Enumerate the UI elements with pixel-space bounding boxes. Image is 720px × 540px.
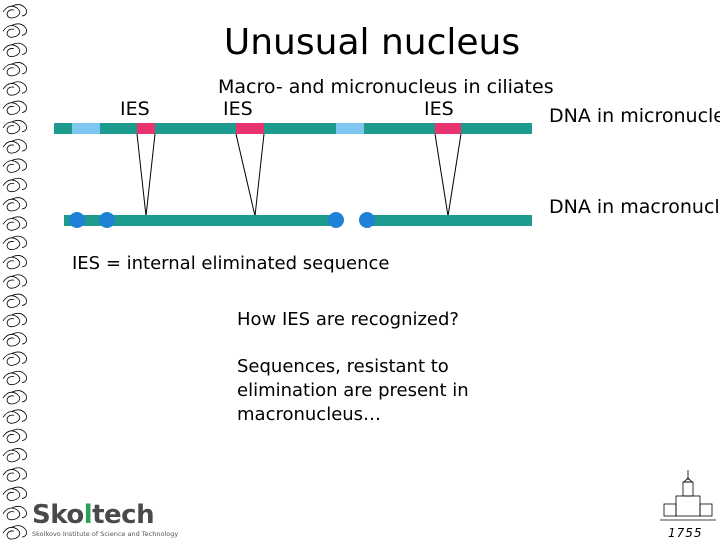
- border-swirl: [2, 100, 27, 115]
- border-swirl: [2, 312, 27, 328]
- ies-definition: IES = internal eliminated sequence: [72, 253, 390, 274]
- border-swirl: [2, 428, 27, 443]
- ies-label-1: IES: [120, 98, 150, 120]
- border-swirl: [2, 139, 27, 154]
- border-swirl: [2, 351, 27, 366]
- macronucleus-label: DNA in macronucleus: [549, 196, 720, 218]
- border-swirl: [2, 505, 27, 521]
- border-swirl: [2, 119, 27, 135]
- border-swirl: [2, 370, 27, 386]
- logo-tagline: Skolkovo Institute of Science and Techno…: [32, 530, 179, 538]
- border-swirl: [2, 197, 27, 212]
- telomere-2: [99, 212, 115, 228]
- slide-subtitle: Macro- and micronucleus in ciliates: [218, 76, 554, 98]
- micronucleus-strand: [54, 123, 532, 134]
- macronucleus-fragment-2: [367, 215, 532, 226]
- answer-text: Sequences, resistant to elimination are …: [237, 356, 469, 425]
- telomere-4: [359, 212, 375, 228]
- border-swirl: [2, 332, 27, 347]
- macronucleus-dna: [64, 212, 532, 228]
- decorative-border: [2, 4, 27, 540]
- question-text: How IES are recognized?: [237, 309, 459, 330]
- founding-year: 1755: [668, 526, 703, 540]
- excision-wedge-2: [235, 133, 265, 217]
- border-swirl: [2, 42, 27, 57]
- macronucleus-fragment-1: [64, 215, 336, 226]
- border-swirl: [2, 216, 27, 231]
- slide-title: Unusual nucleus: [223, 22, 521, 63]
- border-swirl: [2, 467, 27, 482]
- excision-wedge-3: [434, 133, 462, 217]
- marker-segment-1: [72, 123, 100, 134]
- border-swirl: [2, 81, 27, 96]
- ies-segment-1: [137, 123, 155, 134]
- university-building-icon: [660, 470, 716, 521]
- border-swirl: [2, 177, 27, 193]
- excision-lines: [136, 133, 462, 217]
- border-swirl: [2, 62, 27, 77]
- border-swirl: [2, 23, 27, 38]
- ies-label-2: IES: [223, 98, 253, 120]
- micronucleus-label: DNA in micronucleus: [549, 105, 720, 127]
- border-swirl: [2, 158, 27, 173]
- ies-label-3: IES: [424, 98, 454, 120]
- telomere-1: [69, 212, 85, 228]
- marker-segment-2: [336, 123, 364, 134]
- border-swirl: [2, 235, 27, 250]
- border-swirl: [2, 390, 27, 405]
- border-swirl: [2, 525, 27, 540]
- border-swirl: [2, 4, 27, 19]
- ies-segment-3: [435, 123, 461, 134]
- excision-wedge-1: [136, 133, 156, 217]
- border-swirl: [2, 274, 27, 289]
- border-swirl: [2, 255, 27, 270]
- micronucleus-dna: [54, 123, 532, 134]
- telomere-3: [328, 212, 344, 228]
- border-swirl: [2, 409, 27, 424]
- ies-segment-2: [236, 123, 264, 134]
- border-swirl: [2, 448, 27, 463]
- border-swirl: [2, 293, 27, 308]
- skoltech-logo: Skoltech: [32, 500, 155, 530]
- border-swirl: [2, 486, 27, 501]
